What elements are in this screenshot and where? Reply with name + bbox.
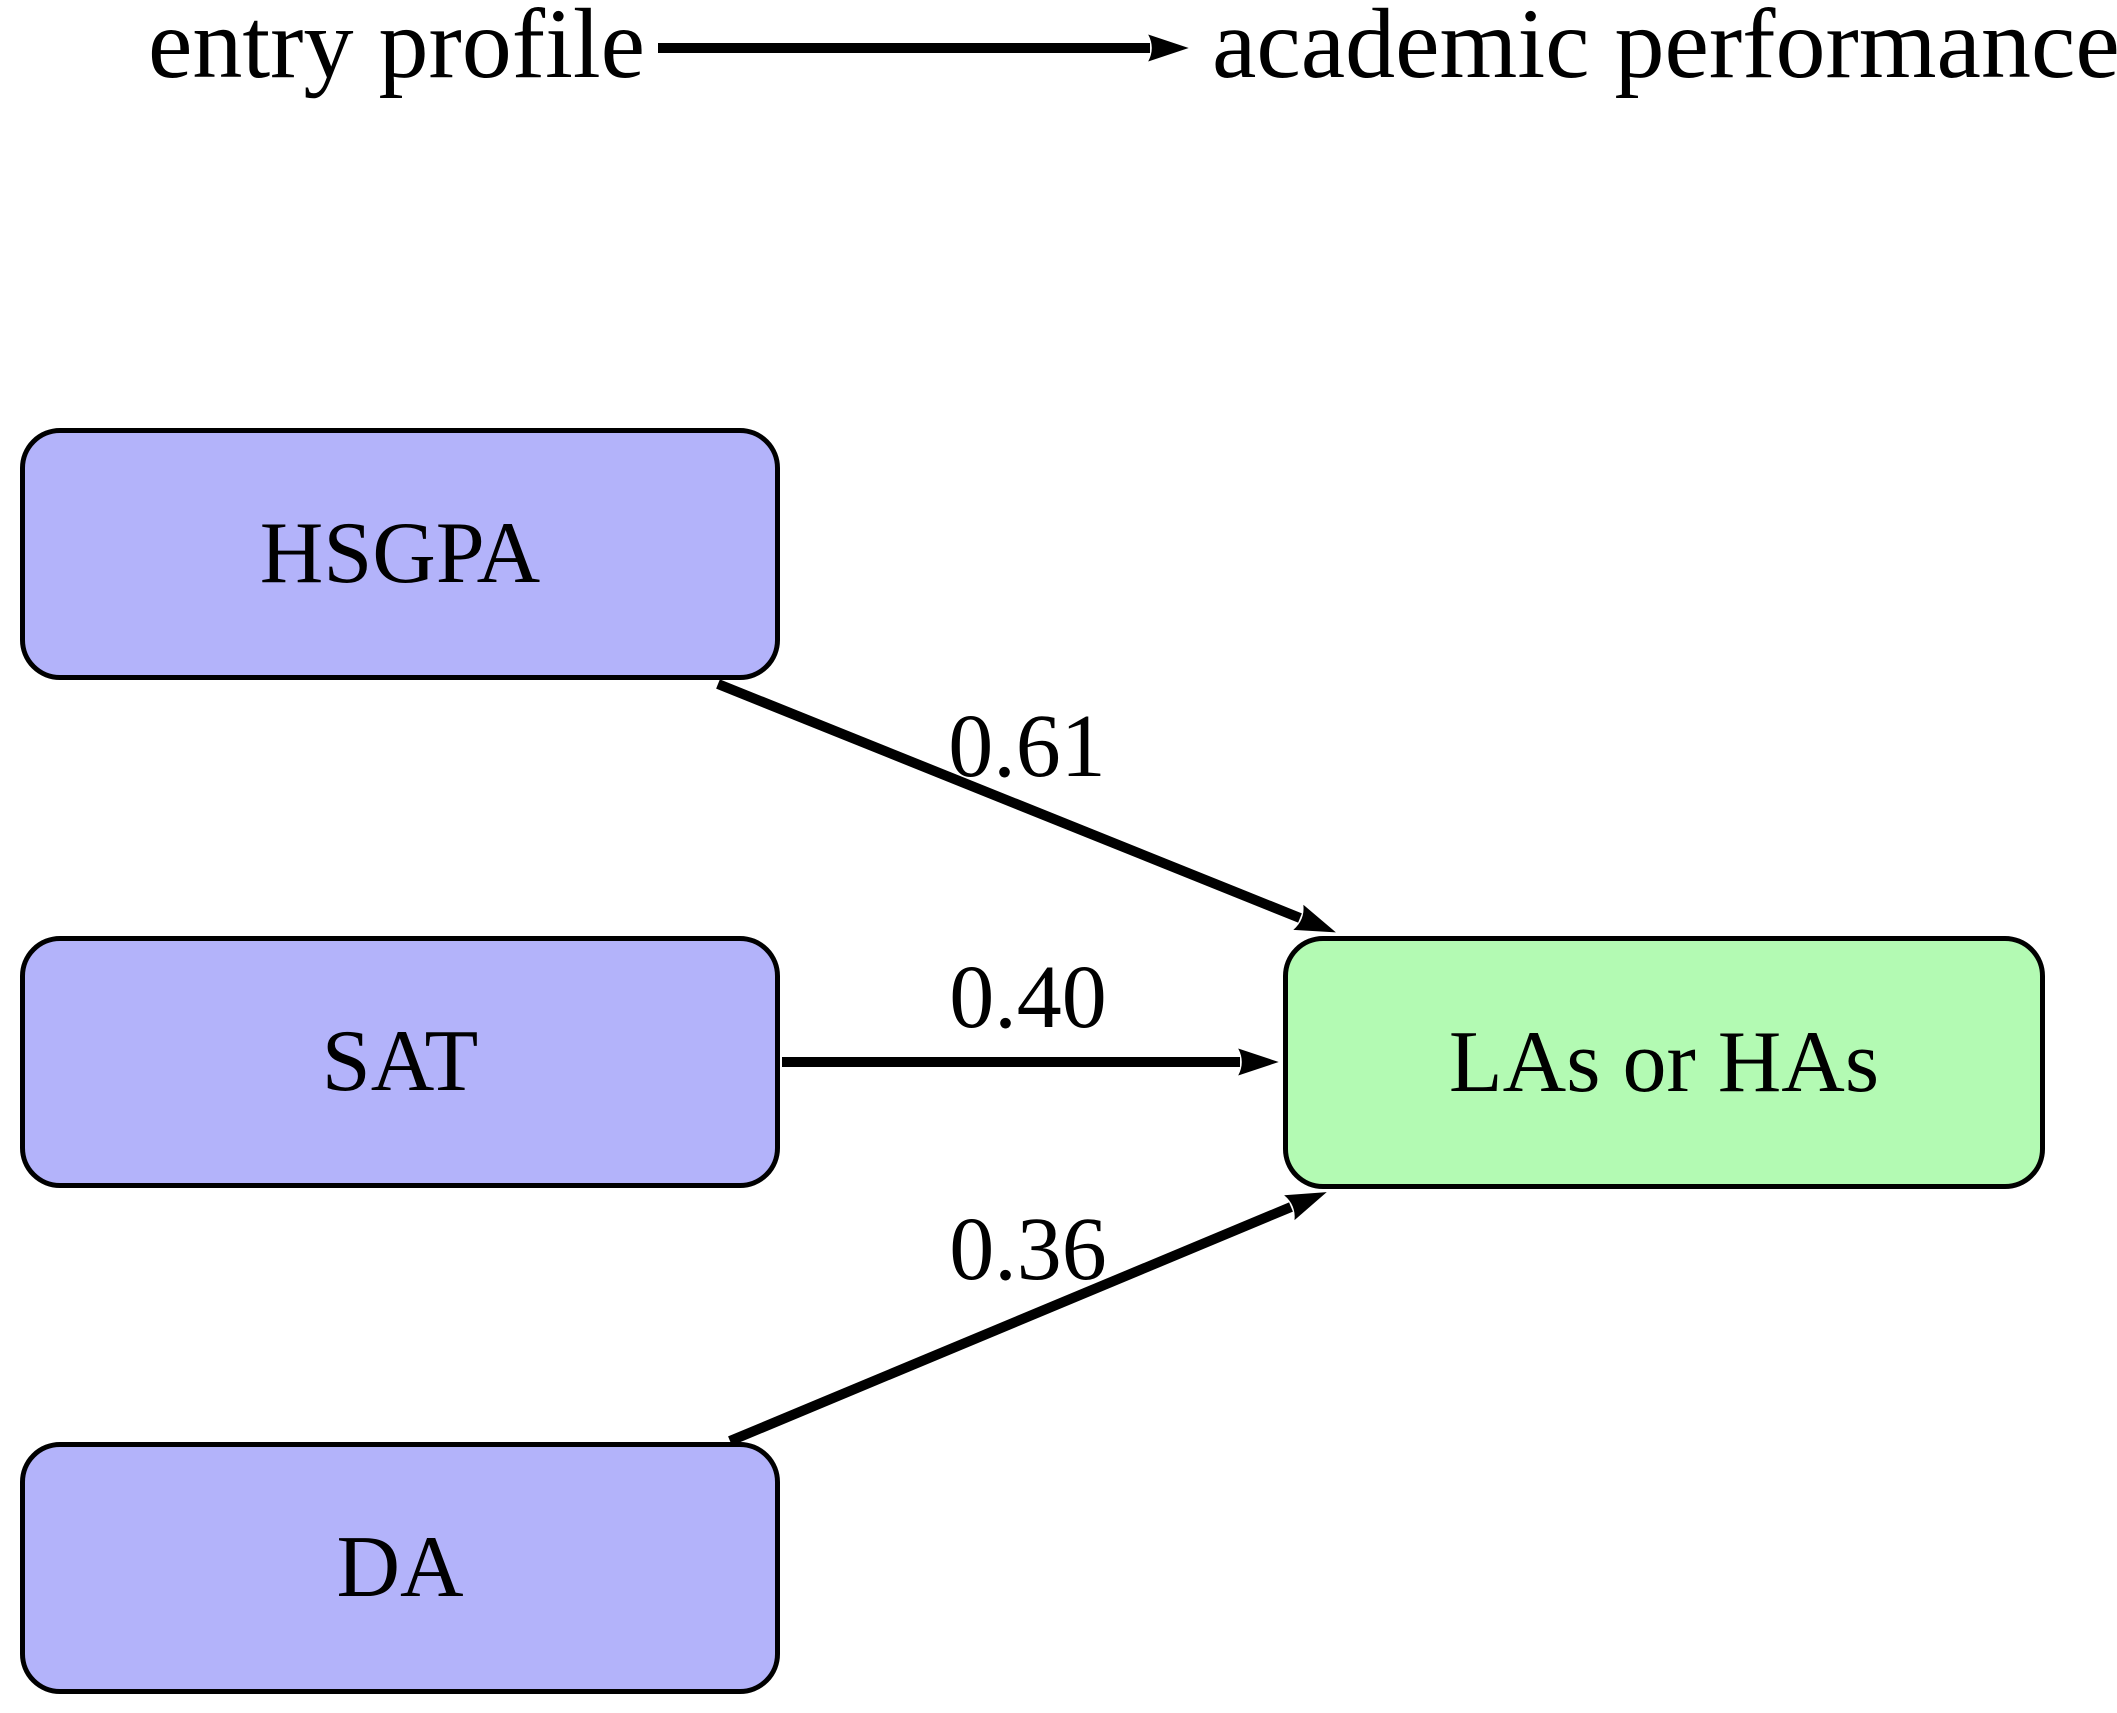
node-hsgpa: HSGPA: [20, 428, 780, 680]
edge-weight-sat: 0.40: [949, 948, 1107, 1047]
edge-weight-da: 0.36: [949, 1200, 1107, 1299]
header-academic-performance-label: academic performance: [1212, 0, 2117, 99]
node-da-label: DA: [336, 1519, 464, 1616]
node-da: DA: [20, 1442, 780, 1694]
node-sat: SAT: [20, 936, 780, 1188]
node-outcome: LAs or HAs: [1283, 936, 2045, 1189]
node-outcome-label: LAs or HAs: [1448, 1013, 1880, 1111]
node-sat-label: SAT: [321, 1013, 479, 1110]
edge-da-to-outcome-arrow: [728, 1192, 1327, 1446]
edge-hsgpa-to-outcome-arrow: [716, 679, 1336, 933]
header-entry-profile-label: entry profile: [148, 0, 646, 99]
edge-weight-hsgpa: 0.61: [948, 697, 1106, 796]
node-hsgpa-label: HSGPA: [259, 505, 541, 602]
